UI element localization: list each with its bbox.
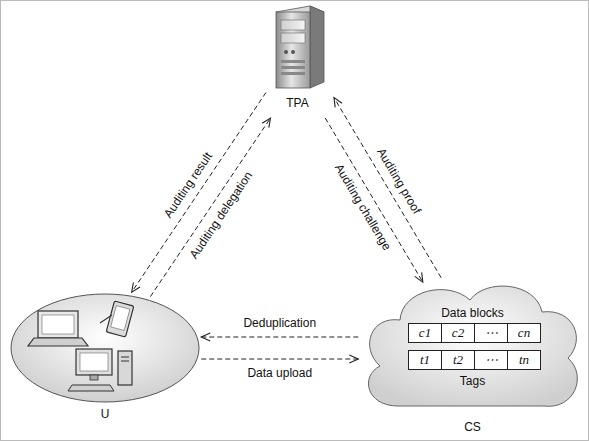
tag-cell: tn — [507, 350, 541, 370]
cell-text: c2 — [442, 326, 474, 340]
server-node: TPA — [250, 2, 345, 114]
dashed-arrow — [132, 92, 266, 292]
cell-text: c1 — [409, 326, 441, 340]
dashed-arrow — [201, 355, 358, 363]
edge-label: Auditing challenge — [331, 159, 395, 254]
user-devices — [10, 293, 200, 403]
edge-label: Data upload — [245, 366, 314, 380]
dashed-arrow — [201, 333, 358, 341]
tag-cell: t1 — [408, 350, 442, 370]
node-label: Tags — [360, 374, 585, 388]
node-label: TPA — [250, 96, 345, 110]
tag-cell: ⋯ — [474, 350, 508, 370]
cell-text: t2 — [442, 353, 474, 367]
dashed-arrow — [150, 118, 270, 297]
node-label: Data blocks — [360, 306, 585, 320]
data-block-cell: cn — [507, 323, 541, 343]
cloud-server-node: Data blocksTagsCS c1c2⋯cn t1t2⋯tn — [360, 278, 585, 438]
node-label: U — [10, 407, 200, 421]
edge-label: Auditing result — [160, 148, 216, 222]
cell-text: t1 — [409, 353, 441, 367]
edge-label: Deduplication — [241, 316, 318, 330]
cell-text: ⋯ — [475, 353, 507, 367]
data-block-cell: c2 — [441, 323, 475, 343]
cell-text: cn — [508, 326, 540, 340]
node-label: CS — [360, 420, 585, 434]
data-block-cell: ⋯ — [474, 323, 508, 343]
cell-text: ⋯ — [475, 326, 507, 340]
tag-cell: t2 — [441, 350, 475, 370]
cell-text: tn — [508, 353, 540, 367]
user-node: U — [10, 293, 200, 425]
server-icon — [250, 2, 345, 94]
cloud-shape — [360, 278, 585, 418]
data-block-cell: c1 — [408, 323, 442, 343]
